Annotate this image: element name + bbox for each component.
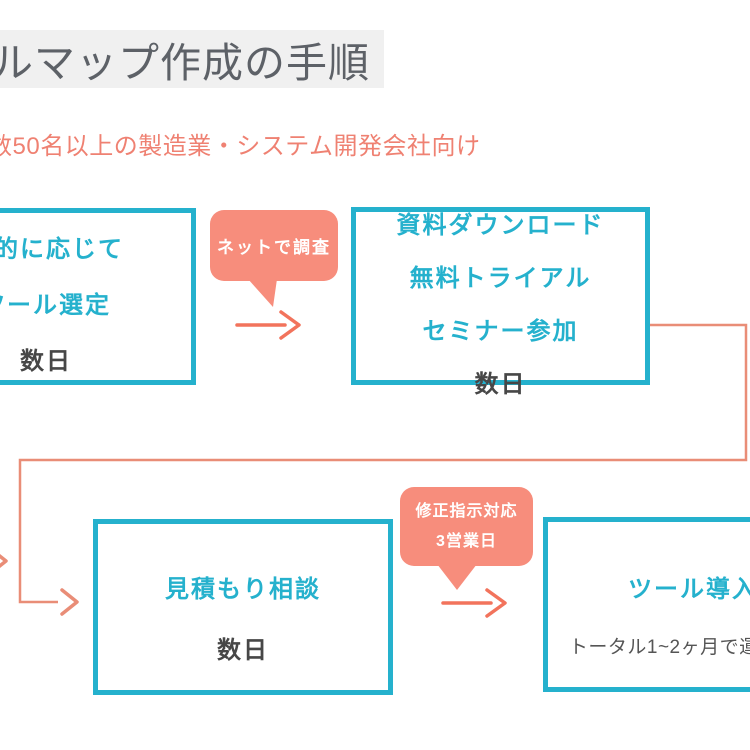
- step-note: トータル1~2ヶ月で運用開始: [568, 636, 750, 658]
- step-line: ツール選定: [0, 292, 111, 319]
- step-line: セミナー参加: [422, 318, 579, 345]
- step-box-information-gathering: 資料ダウンロード 無料トライアル セミナー参加 数日: [351, 207, 650, 398]
- step-line: 資料ダウンロード: [396, 212, 605, 239]
- callout-revision: 修正指示対応 3営業日: [400, 487, 533, 590]
- title-bar: ルマップ作成の手順: [0, 30, 384, 88]
- step-box-estimate-consultation: 見積もり相談 数日: [93, 519, 393, 695]
- callout-text: 3営業日: [436, 532, 497, 550]
- step-duration: 数日: [20, 348, 72, 375]
- step-box-tool-selection: 目的に応じて ツール選定 数日: [0, 208, 196, 385]
- callout-tail-icon: [437, 564, 477, 590]
- step-line: 目的に応じて: [0, 236, 124, 263]
- callout-research: ネットで調査: [210, 210, 338, 307]
- step-duration: 数日: [217, 637, 269, 664]
- step-duration: 数日: [474, 371, 527, 398]
- page-subtitle: 数50名以上の製造業・システム開発会社向け: [0, 133, 481, 160]
- step-line: 無料トライアル: [409, 265, 592, 292]
- right-arrow-icon: [235, 310, 301, 340]
- page-title: ルマップ作成の手順: [0, 40, 370, 86]
- step-box-tool-introduction: ツール導入 トータル1~2ヶ月で運用開始: [543, 517, 750, 692]
- callout-tail-icon: [248, 279, 277, 307]
- step-line: 見積もり相談: [165, 576, 321, 603]
- callout-text: ネットで調査: [217, 238, 331, 257]
- step-line: ツール導入: [628, 575, 750, 603]
- callout-text: 修正指示対応: [415, 502, 518, 520]
